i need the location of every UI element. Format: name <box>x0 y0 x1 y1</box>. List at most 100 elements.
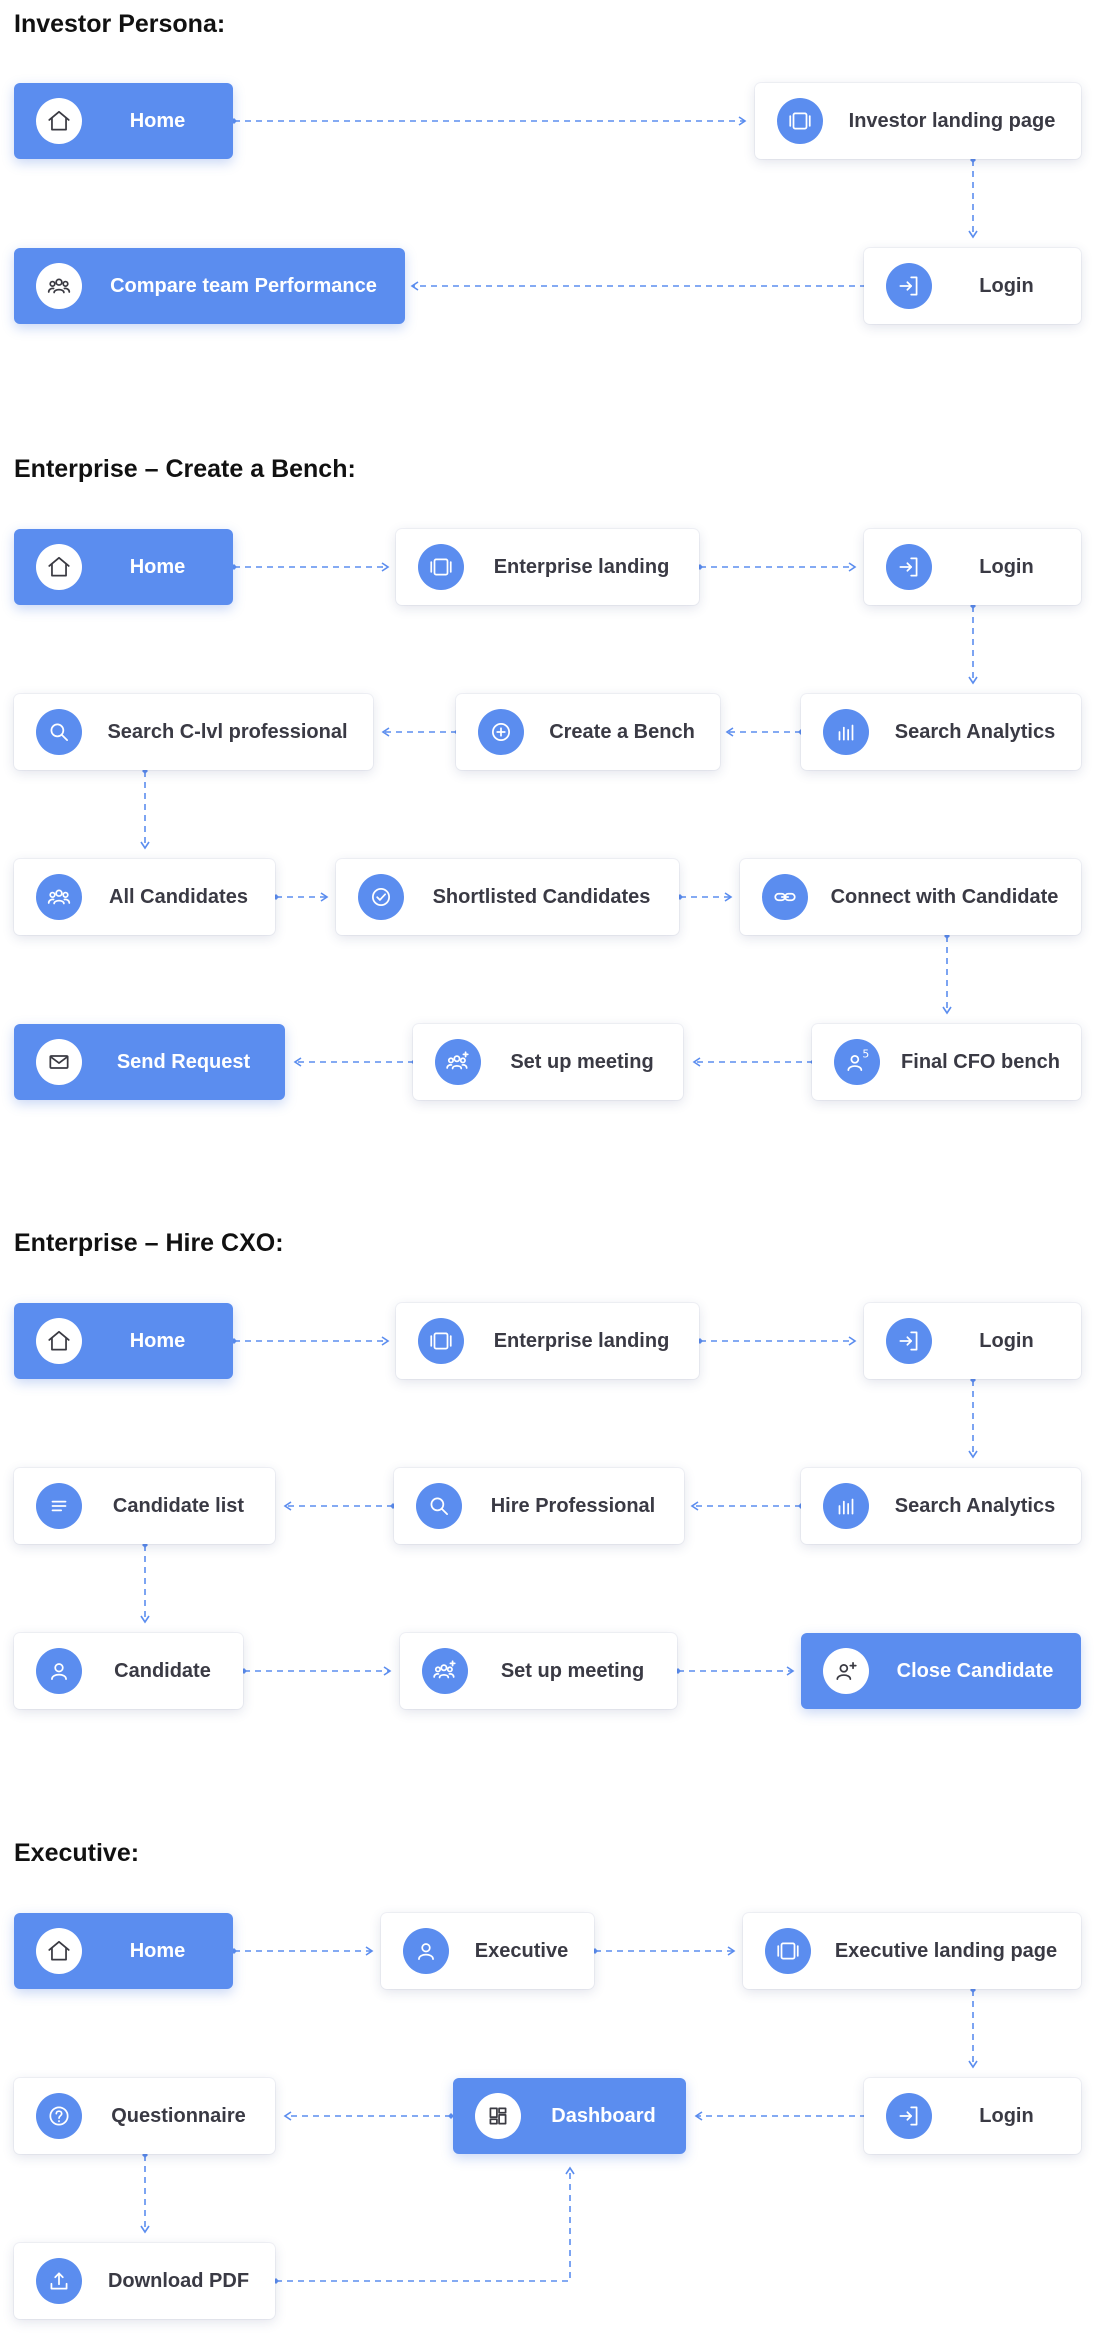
user-icon <box>403 1928 449 1974</box>
plus-circle-icon <box>478 709 524 755</box>
users-plus-icon <box>435 1039 481 1085</box>
node-all-candidates[interactable]: All Candidates <box>14 859 275 935</box>
node-connect-candidate[interactable]: Connect with Candidate <box>740 859 1081 935</box>
home-icon <box>36 98 82 144</box>
node-label: Home <box>129 1939 186 1962</box>
node-label: Candidate <box>114 1659 211 1682</box>
search-icon <box>416 1483 462 1529</box>
node-label: Search Analytics <box>894 720 1056 743</box>
users-plus-icon <box>422 1648 468 1694</box>
node-home[interactable]: Home <box>14 1913 233 1989</box>
users-icon <box>36 263 82 309</box>
carousel-icon <box>777 98 823 144</box>
carousel-icon <box>418 544 464 590</box>
node-search-clvl[interactable]: Search C-lvl professional <box>14 694 373 770</box>
node-setup-meeting[interactable]: Set up meeting <box>413 1024 683 1100</box>
node-label: Send Request <box>116 1050 251 1073</box>
section-title-investor: Investor Persona: <box>14 10 226 38</box>
login-icon <box>886 263 932 309</box>
node-label: Login <box>979 1329 1034 1352</box>
user-icon <box>36 1648 82 1694</box>
node-label: Executive <box>474 1939 569 1962</box>
home-icon <box>36 1928 82 1974</box>
dashboard-icon <box>475 2093 521 2139</box>
bar-chart-icon <box>823 1483 869 1529</box>
node-home[interactable]: Home <box>14 1303 233 1379</box>
node-login[interactable]: Login <box>864 1303 1081 1379</box>
check-circle-icon <box>358 874 404 920</box>
node-executive-landing[interactable]: Executive landing page <box>743 1913 1081 1989</box>
node-home[interactable]: Home <box>14 529 233 605</box>
section-title-bench: Enterprise – Create a Bench: <box>14 455 356 483</box>
section-title-hire: Enterprise – Hire CXO: <box>14 1229 284 1257</box>
bench-count-badge: 5 <box>862 1049 869 1061</box>
node-search-analytics[interactable]: Search Analytics <box>801 1468 1081 1544</box>
list-icon <box>36 1483 82 1529</box>
node-executive[interactable]: Executive <box>381 1913 594 1989</box>
node-label: Login <box>979 274 1034 297</box>
node-label: Create a Bench <box>549 720 695 743</box>
node-label: Close Candidate <box>896 1659 1054 1682</box>
node-label: Shortlisted Candidates <box>432 885 651 908</box>
node-label: Login <box>979 555 1034 578</box>
node-close-candidate[interactable]: Close Candidate <box>801 1633 1081 1709</box>
node-label: Connect with Candidate <box>830 885 1059 908</box>
node-candidate[interactable]: Candidate <box>14 1633 243 1709</box>
node-label: Hire Professional <box>490 1494 656 1517</box>
node-search-analytics[interactable]: Search Analytics <box>801 694 1081 770</box>
node-label: Search C-lvl professional <box>107 720 348 743</box>
section-title-executive: Executive: <box>14 1839 140 1867</box>
node-candidate-list[interactable]: Candidate list <box>14 1468 275 1544</box>
help-icon <box>36 2093 82 2139</box>
node-questionnaire[interactable]: Questionnaire <box>14 2078 275 2154</box>
node-label: Set up meeting <box>510 1050 654 1073</box>
node-label: Questionnaire <box>111 2104 246 2127</box>
users-icon <box>36 874 82 920</box>
node-hire-professional[interactable]: Hire Professional <box>394 1468 684 1544</box>
node-enterprise-landing[interactable]: Enterprise landing <box>396 1303 699 1379</box>
node-label: All Candidates <box>109 885 248 908</box>
node-login[interactable]: Login <box>864 529 1081 605</box>
login-icon <box>886 1318 932 1364</box>
node-home[interactable]: Home <box>14 83 233 159</box>
node-label: Enterprise landing <box>493 555 670 578</box>
bar-chart-icon <box>823 709 869 755</box>
carousel-icon <box>418 1318 464 1364</box>
node-download-pdf[interactable]: Download PDF <box>14 2243 275 2319</box>
node-label: Candidate list <box>112 1494 245 1517</box>
node-label: Dashboard <box>551 2104 656 2127</box>
home-icon <box>36 1318 82 1364</box>
node-dashboard[interactable]: Dashboard <box>453 2078 686 2154</box>
login-icon <box>886 544 932 590</box>
node-label: Set up meeting <box>500 1659 645 1682</box>
node-label: Compare team Performance <box>110 274 377 297</box>
node-shortlisted[interactable]: Shortlisted Candidates <box>336 859 679 935</box>
home-icon <box>36 544 82 590</box>
node-compare-team[interactable]: Compare team Performance <box>14 248 405 324</box>
node-setup-meeting[interactable]: Set up meeting <box>400 1633 677 1709</box>
node-investor-landing[interactable]: Investor landing page <box>755 83 1081 159</box>
node-label: Executive landing page <box>834 1939 1058 1962</box>
node-final-cfo-bench[interactable]: 5 Final CFO bench <box>812 1024 1081 1100</box>
node-login[interactable]: Login <box>864 2078 1081 2154</box>
link-icon <box>762 874 808 920</box>
search-icon <box>36 709 82 755</box>
user-plus-icon <box>823 1648 869 1694</box>
node-label: Home <box>129 109 186 132</box>
node-label: Home <box>129 1329 186 1352</box>
login-icon <box>886 2093 932 2139</box>
connector <box>273 2166 575 2284</box>
mail-icon <box>36 1039 82 1085</box>
node-label: Download PDF <box>107 2269 250 2292</box>
node-label: Enterprise landing <box>493 1329 670 1352</box>
node-enterprise-landing[interactable]: Enterprise landing <box>396 529 699 605</box>
carousel-icon <box>765 1928 811 1974</box>
node-create-bench[interactable]: Create a Bench <box>456 694 720 770</box>
user-badge-icon: 5 <box>834 1039 880 1085</box>
node-send-request[interactable]: Send Request <box>14 1024 285 1100</box>
node-label: Home <box>129 555 186 578</box>
upload-icon <box>36 2258 82 2304</box>
node-login[interactable]: Login <box>864 248 1081 324</box>
node-label: Final CFO bench <box>901 1050 1060 1073</box>
